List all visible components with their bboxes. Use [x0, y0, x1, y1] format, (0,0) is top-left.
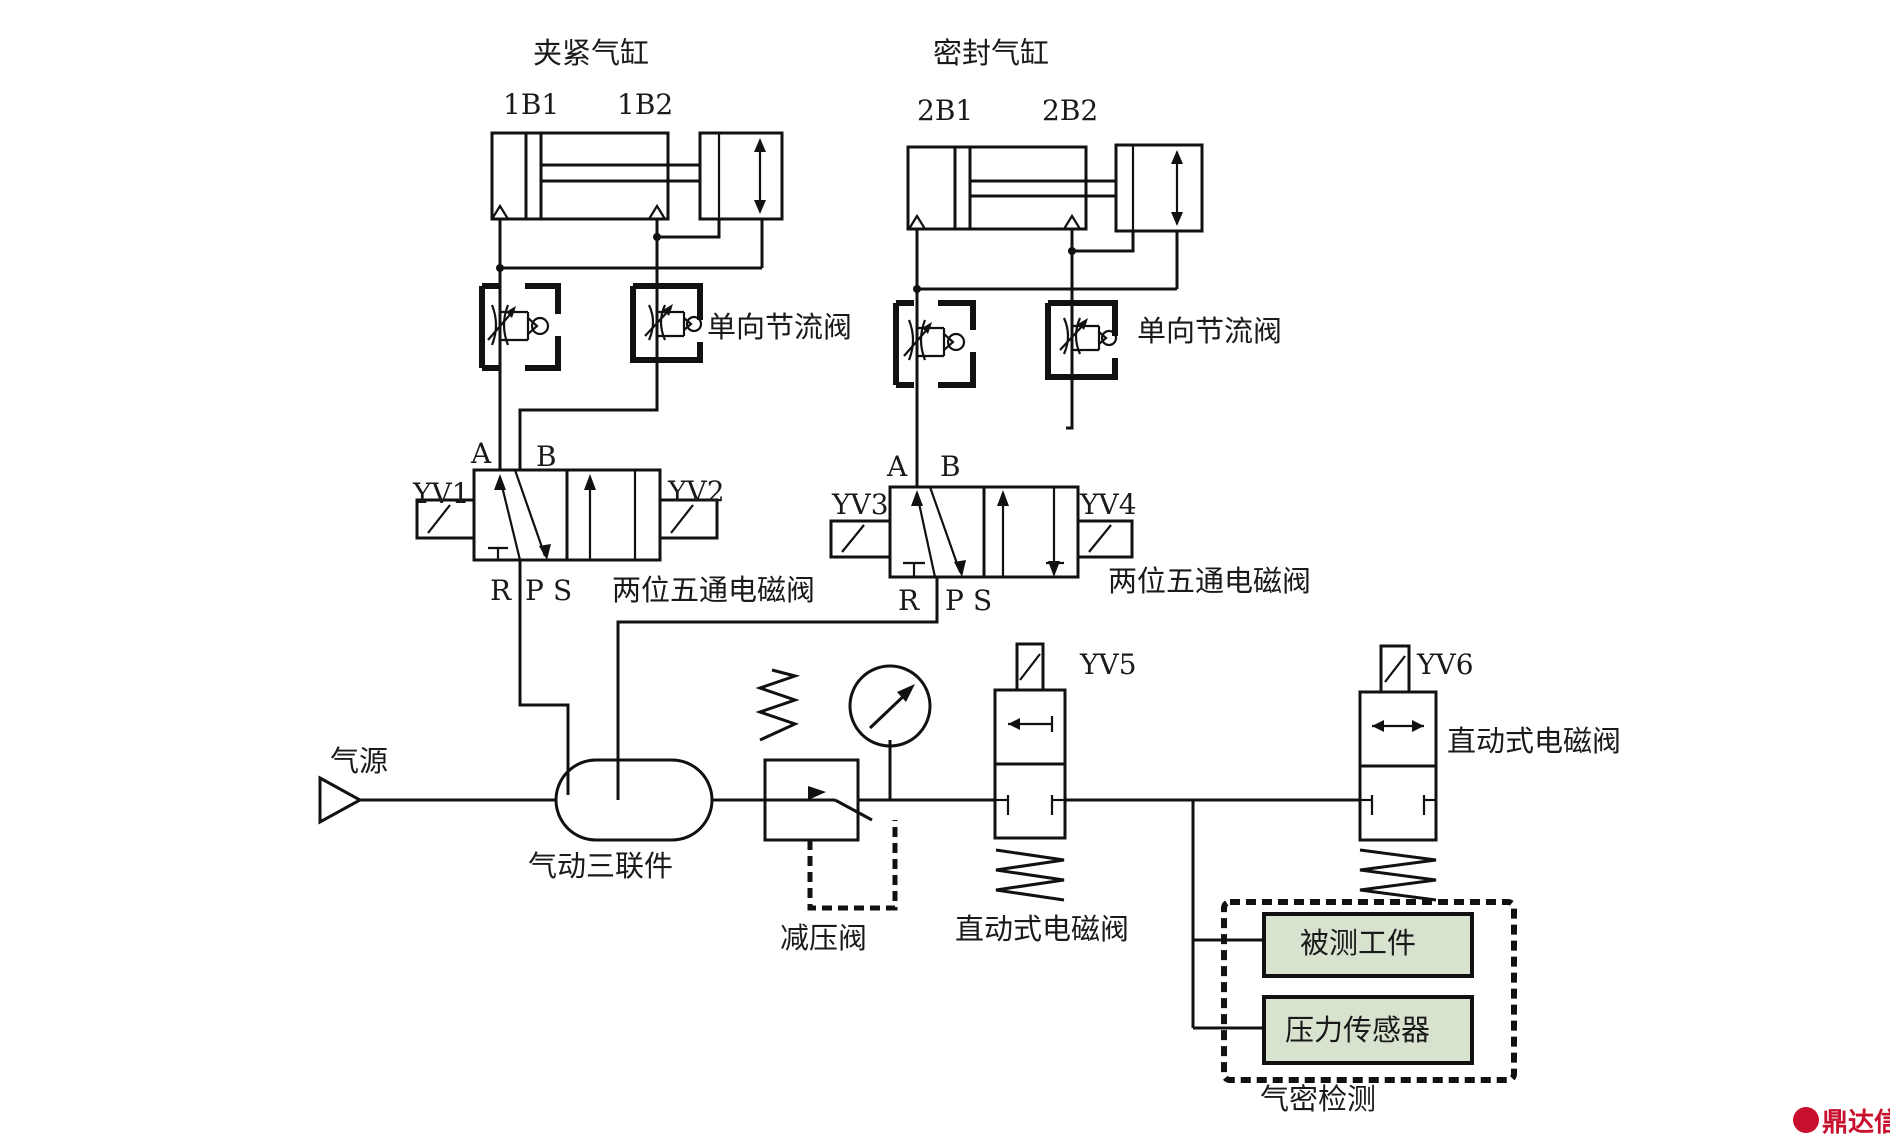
workpiece-label: 被测工件 [1300, 926, 1416, 960]
watermark-text: 鼎达信 [1822, 1108, 1890, 1137]
check-throttle-valve-3 [893, 300, 976, 487]
port-1b2-label: 1B2 [617, 88, 673, 121]
port-2b1-label: 2B1 [917, 94, 973, 127]
direct-solenoid-label-2: 直动式电磁阀 [1447, 724, 1621, 758]
check-throttle-label-1: 单向节流阀 [707, 310, 852, 344]
yv4-label: YV4 [1079, 488, 1137, 521]
yv5-label: YV5 [1079, 648, 1137, 681]
five-way-valve-label-2: 两位五通电磁阀 [1108, 564, 1311, 598]
valve1-port-b: B [536, 440, 557, 473]
valve2-port-p: P [945, 584, 964, 617]
yv1-label: YV1 [412, 477, 470, 510]
port-1b1-label: 1B1 [503, 88, 559, 121]
valve1-port-p: P [525, 574, 544, 607]
airtight-test-group [1221, 899, 1517, 1083]
clamp-cylinder-label: 夹紧气缸 [533, 36, 649, 70]
watermark-logo: 鼎达信 [1793, 1107, 1890, 1137]
check-throttle-label-2: 单向节流阀 [1137, 314, 1282, 348]
valve2-port-b: B [940, 450, 961, 483]
yv6-label: YV6 [1416, 648, 1474, 681]
seal-cylinder-label: 密封气缸 [933, 36, 1049, 70]
check-throttle-valve-2 [518, 283, 703, 470]
supply-lines [518, 560, 939, 800]
five-two-valve-2 [829, 485, 1134, 579]
valve1-port-r: R [490, 574, 512, 607]
frl-unit-label: 气动三联件 [528, 849, 673, 883]
pressure-sensor-label: 压力传感器 [1285, 1013, 1430, 1047]
check-throttle-valve-1 [479, 283, 561, 470]
yv3-label: YV3 [831, 488, 889, 521]
check-throttle-valve-4 [1045, 300, 1118, 430]
main-line [318, 775, 1360, 1030]
valve2-port-r: R [898, 584, 920, 617]
clamp-cylinder [490, 131, 784, 221]
five-way-valve-label-1: 两位五通电磁阀 [612, 573, 815, 607]
pressure-reducer [755, 664, 932, 911]
yv2-label: YV2 [667, 475, 725, 508]
air-source-label: 气源 [330, 744, 388, 778]
direct-solenoid-valve-yv6 [1358, 644, 1438, 902]
valve1-port-s: S [553, 574, 572, 607]
airtight-test-label: 气密检测 [1260, 1082, 1376, 1116]
seal-cylinder [906, 143, 1204, 233]
pressure-reducer-label: 减压阀 [780, 921, 867, 955]
valve2-port-a: A [886, 450, 908, 483]
valve1-port-a: A [470, 437, 492, 470]
cylinder-pipes [496, 219, 1179, 310]
direct-solenoid-label-1: 直动式电磁阀 [955, 912, 1129, 946]
direct-solenoid-valve-yv5 [993, 642, 1067, 902]
port-2b2-label: 2B2 [1042, 94, 1098, 127]
five-two-valve-1 [415, 468, 719, 562]
valve2-port-s: S [973, 584, 992, 617]
frl-unit [554, 758, 714, 842]
